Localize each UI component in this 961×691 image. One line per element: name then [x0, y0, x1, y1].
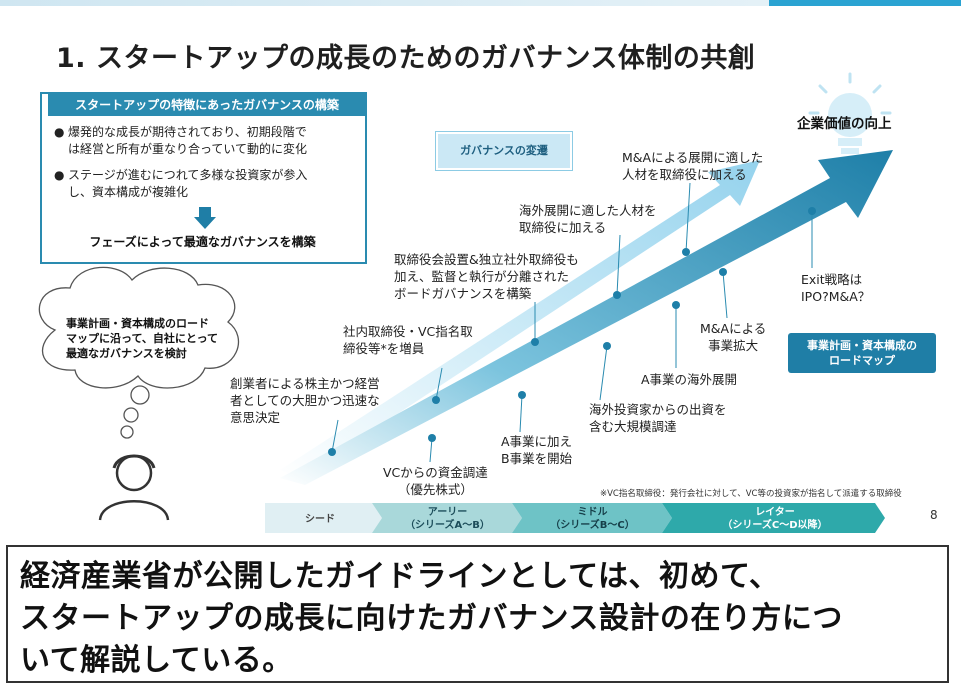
person-icon: [98, 454, 170, 521]
annotation-line: A事業に加え: [501, 434, 573, 449]
annotation-line: 加え、監督と執行が分離された: [394, 269, 570, 284]
cloud-line: マップに沿って、自社にとって: [66, 332, 219, 345]
feature-conclusion: フェーズによって最適なガバナンスを構築: [89, 235, 316, 249]
governance-annotation: 取締役会設置&独立社外取締役も 加え、監督と執行が分離された ボードガバナンスを…: [394, 251, 579, 302]
annotation-line: 事業拡大: [708, 338, 759, 353]
roadmap-label: 事業計画・資本構成の ロードマップ: [788, 333, 936, 373]
annotation-line: ボードガバナンスを構築: [394, 286, 532, 301]
cloud-text: 事業計画・資本構成のロード マップに沿って、自社にとって 最適なガバナンスを検討: [66, 316, 246, 361]
down-arrow-icon: [194, 207, 216, 229]
bullet-text: し、資本構成が複雑化: [68, 185, 189, 199]
annotation-line: 意思決定: [230, 410, 281, 425]
annotation-line: 取締役に加える: [519, 220, 607, 235]
bullet-text: は経営と所有が重なり合っていて動的に変化: [68, 142, 308, 156]
annotation-line: 創業者による株主かつ経営: [230, 376, 380, 391]
annotation-line: VCからの資金調達: [383, 465, 488, 480]
stage-later: レイター （シリーズC～D以降）: [670, 503, 880, 535]
stage-band: [265, 503, 885, 533]
milestone-point: [432, 396, 440, 404]
stage-early: アーリー （シリーズA～B）: [380, 503, 515, 535]
roadmap-annotation: Exit戦略は IPO?M&A？: [801, 271, 870, 305]
milestone-point: [808, 207, 816, 215]
page-number: 8: [930, 508, 938, 522]
stage-name: シード: [305, 513, 335, 525]
cloud-line: 最適なガバナンスを検討: [66, 347, 187, 360]
annotation-line: 海外投資家からの出資を: [589, 402, 727, 417]
bullet-text: 爆発的な成長が期待されており、初期段階で: [68, 125, 307, 139]
annotation-line: 海外展開に適した人材を: [519, 203, 657, 218]
caption-line: 経済産業省が公開したガイドラインとしては、初めて、: [20, 559, 780, 594]
annotation-line: 社内取締役・VC指名取: [343, 324, 473, 339]
roadmap-annotation: 海外投資家からの出資を 含む大規模調達: [589, 401, 727, 435]
milestone-point: [428, 434, 436, 442]
roadmap-label-line: ロードマップ: [829, 354, 895, 367]
roadmap-annotation: VCからの資金調達 （優先株式）: [383, 464, 488, 498]
annotation-line: M&Aによる: [700, 321, 767, 336]
caption-line: いて解説している。: [20, 643, 293, 678]
roadmap-annotation: M&Aによる 事業拡大: [700, 320, 766, 354]
caption-line: スタートアップの成長に向けたガバナンス設計の在り方につ: [20, 601, 843, 636]
annotation-line: 者としての大胆かつ迅速な: [230, 393, 380, 408]
growth-diagram: [38, 72, 893, 533]
annotation-line: Exit戦略は: [801, 272, 863, 287]
milestone-point: [719, 268, 727, 276]
corporate-value-label: 企業価値の向上: [797, 116, 892, 132]
annotation-line: IPO?M&A？: [801, 289, 871, 304]
bullet-icon: ●: [54, 125, 65, 139]
stage-sub: （シリーズA～B）: [405, 520, 490, 531]
feature-box-heading: スタートアップの特徴にあったガバナンスの構築: [48, 94, 366, 116]
footnote: ※VC指名取締役：発行会社に対して、VC等の投資家が指名して派遣する取締役: [600, 489, 902, 499]
stage-middle: ミドル （シリーズB～C）: [520, 503, 665, 535]
bullet-text: ステージが進むにつれて多様な投資家が参入: [68, 168, 308, 182]
annotation-line: B事業を開始: [501, 451, 573, 466]
milestone-point: [613, 291, 621, 299]
milestone-point: [682, 248, 690, 256]
governance-annotation: 海外展開に適した人材を 取締役に加える: [519, 202, 657, 236]
milestone-point: [531, 338, 539, 346]
annotation-line: A事業の海外展開: [641, 372, 738, 387]
caption-text: 経済産業省が公開したガイドラインとしては、初めて、 スタートアップの成長に向けた…: [20, 556, 940, 682]
roadmap-label-line: 事業計画・資本構成の: [807, 339, 917, 352]
annotation-line: （優先株式）: [397, 482, 473, 497]
governance-label: ガバナンスの変遷: [435, 131, 573, 171]
bullet-item: ● ステージが進むにつれて多様な投資家が参入 し、資本構成が複雑化: [54, 167, 354, 201]
roadmap-annotation: A事業の海外展開: [641, 371, 737, 388]
bullet-icon: ●: [54, 168, 65, 182]
milestone-point: [518, 391, 526, 399]
milestone-point: [672, 301, 680, 309]
milestone-point: [328, 448, 336, 456]
milestone-point: [603, 342, 611, 350]
annotation-line: 含む大規模調達: [589, 419, 677, 434]
governance-annotation: 創業者による株主かつ経営 者としての大胆かつ迅速な 意思決定: [230, 375, 380, 426]
bullet-item: ● 爆発的な成長が期待されており、初期段階で は経営と所有が重なり合っていて動的…: [54, 124, 354, 158]
stage-name: ミドル: [577, 507, 608, 518]
milestone-points: [328, 207, 816, 456]
annotation-line: 取締役会設置&独立社外取締役も: [394, 252, 579, 267]
thought-cloud: [38, 266, 240, 439]
slide: 1. スタートアップの成長のためのガバナンス体制の共創 スタートアップの特徴にあ…: [0, 0, 961, 535]
governance-annotation: M&Aによる展開に適した 人材を取締役に加える: [622, 149, 763, 183]
cloud-line: 事業計画・資本構成のロード: [66, 317, 209, 330]
annotation-line: M&Aによる展開に適した: [622, 150, 764, 165]
annotation-line: 締役等*を増員: [343, 341, 425, 356]
annotation-line: 人材を取締役に加える: [622, 167, 747, 182]
stage-name: アーリー: [427, 507, 468, 518]
top-accent-bar: [0, 0, 961, 6]
stage-seed: シード: [265, 503, 375, 535]
stage-name: レイター: [755, 507, 795, 518]
lightbulb-icon: [808, 72, 892, 154]
caption-box: [6, 545, 949, 683]
governance-arrow: [280, 160, 760, 478]
stage-sub: （シリーズB～C）: [550, 520, 635, 531]
stage-sub: （シリーズC～D以降）: [722, 520, 828, 531]
slide-title: 1. スタートアップの成長のためのガバナンス体制の共創: [56, 43, 756, 74]
feature-box: [40, 92, 367, 264]
roadmap-arrow: [280, 150, 893, 485]
roadmap-annotation: A事業に加え B事業を開始: [501, 433, 572, 467]
governance-annotation: 社内取締役・VC指名取 締役等*を増員: [343, 323, 473, 357]
